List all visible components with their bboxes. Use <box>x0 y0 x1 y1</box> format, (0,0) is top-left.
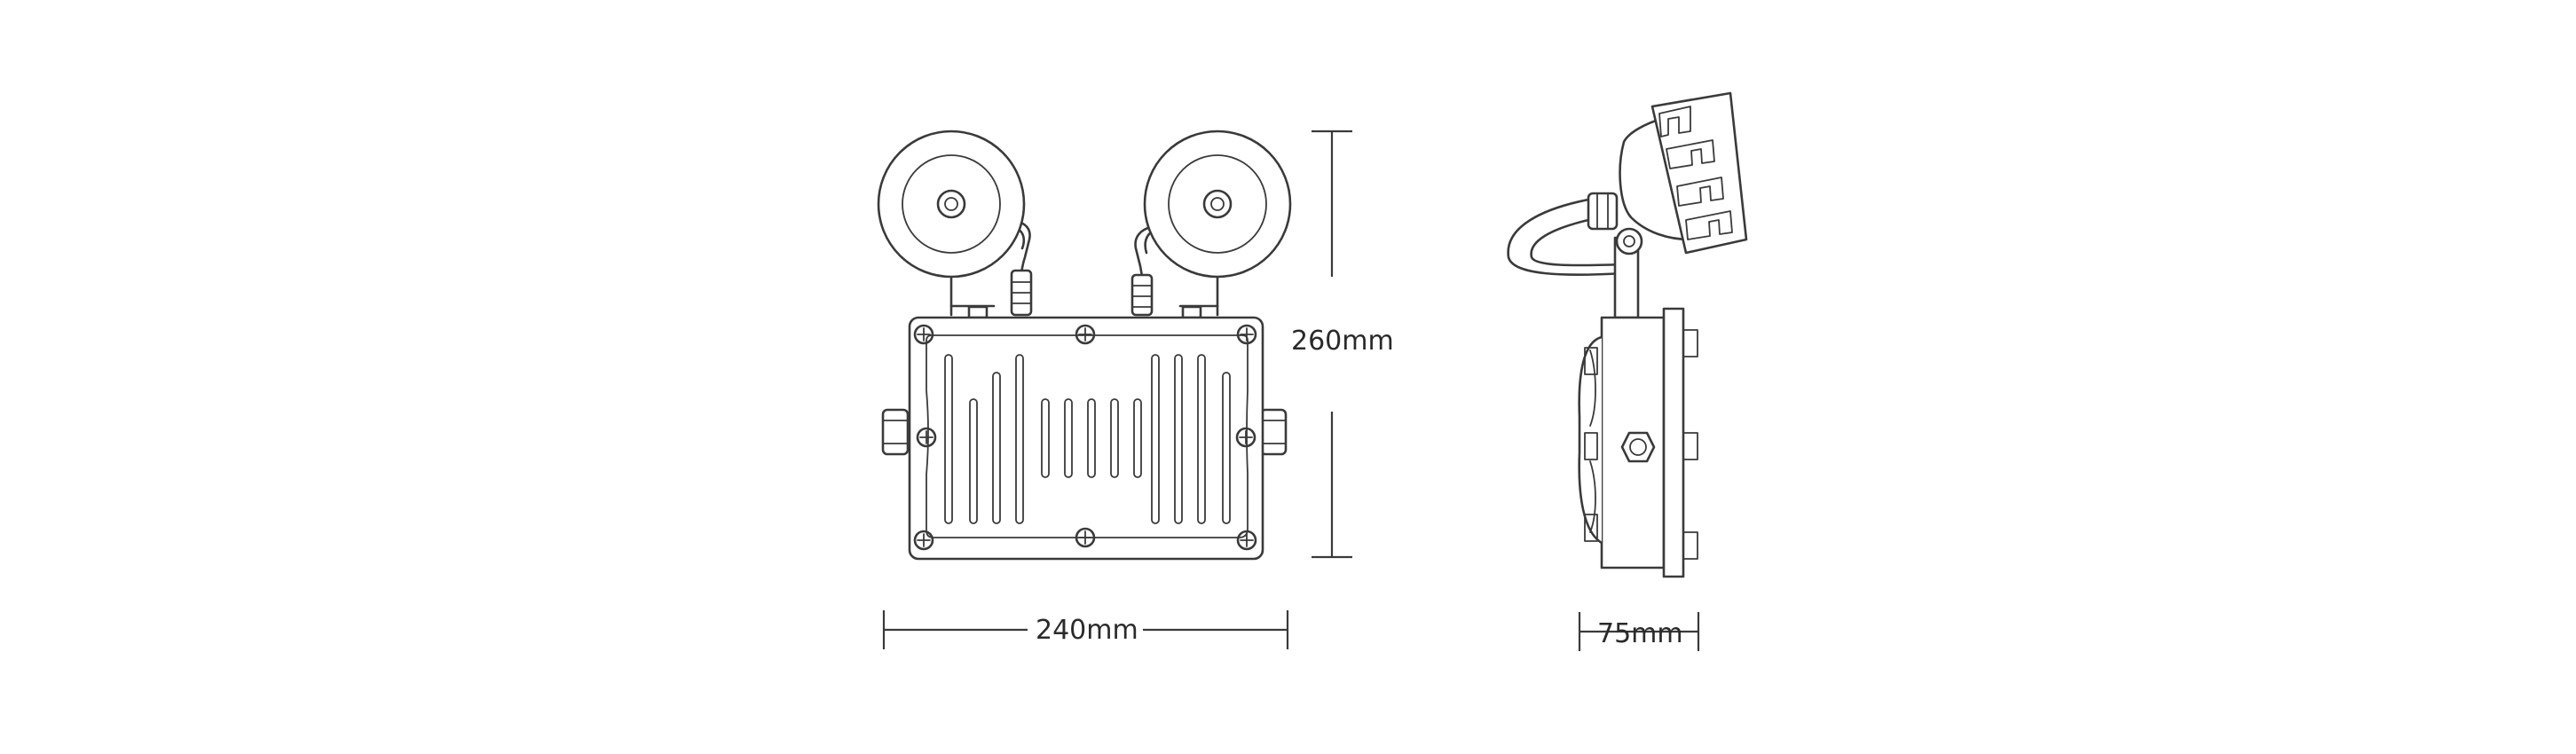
left-lamp-lens <box>902 154 1001 254</box>
side-back-plate <box>1662 307 1685 578</box>
dimension-depth: 75mm <box>1578 612 1700 651</box>
depth-label: 75mm <box>1597 618 1683 649</box>
top-fitting-left <box>967 305 989 319</box>
side-lamp-dome <box>1619 116 1692 241</box>
dimension-width: 240mm <box>882 610 1289 649</box>
dimension-height: 260mm <box>1291 130 1394 559</box>
side-lug-bottom <box>1682 531 1698 560</box>
right-side-gland <box>1259 408 1288 456</box>
right-lamp-led <box>1202 189 1233 219</box>
side-pivot <box>1615 227 1643 255</box>
height-label: 260mm <box>1291 326 1394 357</box>
front-view <box>877 130 1292 561</box>
right-lamp-housing <box>1143 130 1292 279</box>
front-vent-slots <box>944 354 1231 524</box>
side-lamp-head <box>1619 91 1748 255</box>
left-lamp-led <box>936 189 966 219</box>
right-lamp-lens <box>1168 154 1267 254</box>
right-lamp-head <box>1130 130 1292 317</box>
front-enclosure <box>908 316 1264 561</box>
side-lug-mid <box>1682 432 1698 460</box>
left-lamp-housing <box>877 130 1026 279</box>
side-hex-gland <box>1620 431 1656 463</box>
left-lamp-head <box>877 130 1033 317</box>
width-label: 240mm <box>1036 615 1138 646</box>
side-lug-top <box>1682 329 1698 357</box>
top-fitting-right <box>1181 305 1202 319</box>
side-front-profile <box>1578 335 1603 545</box>
side-cable <box>1507 198 1626 276</box>
side-cable-gland <box>1587 192 1619 231</box>
right-cable-gland <box>1130 273 1154 317</box>
left-side-gland <box>881 408 910 456</box>
front-screws <box>913 324 1257 551</box>
side-view <box>1507 91 1748 578</box>
